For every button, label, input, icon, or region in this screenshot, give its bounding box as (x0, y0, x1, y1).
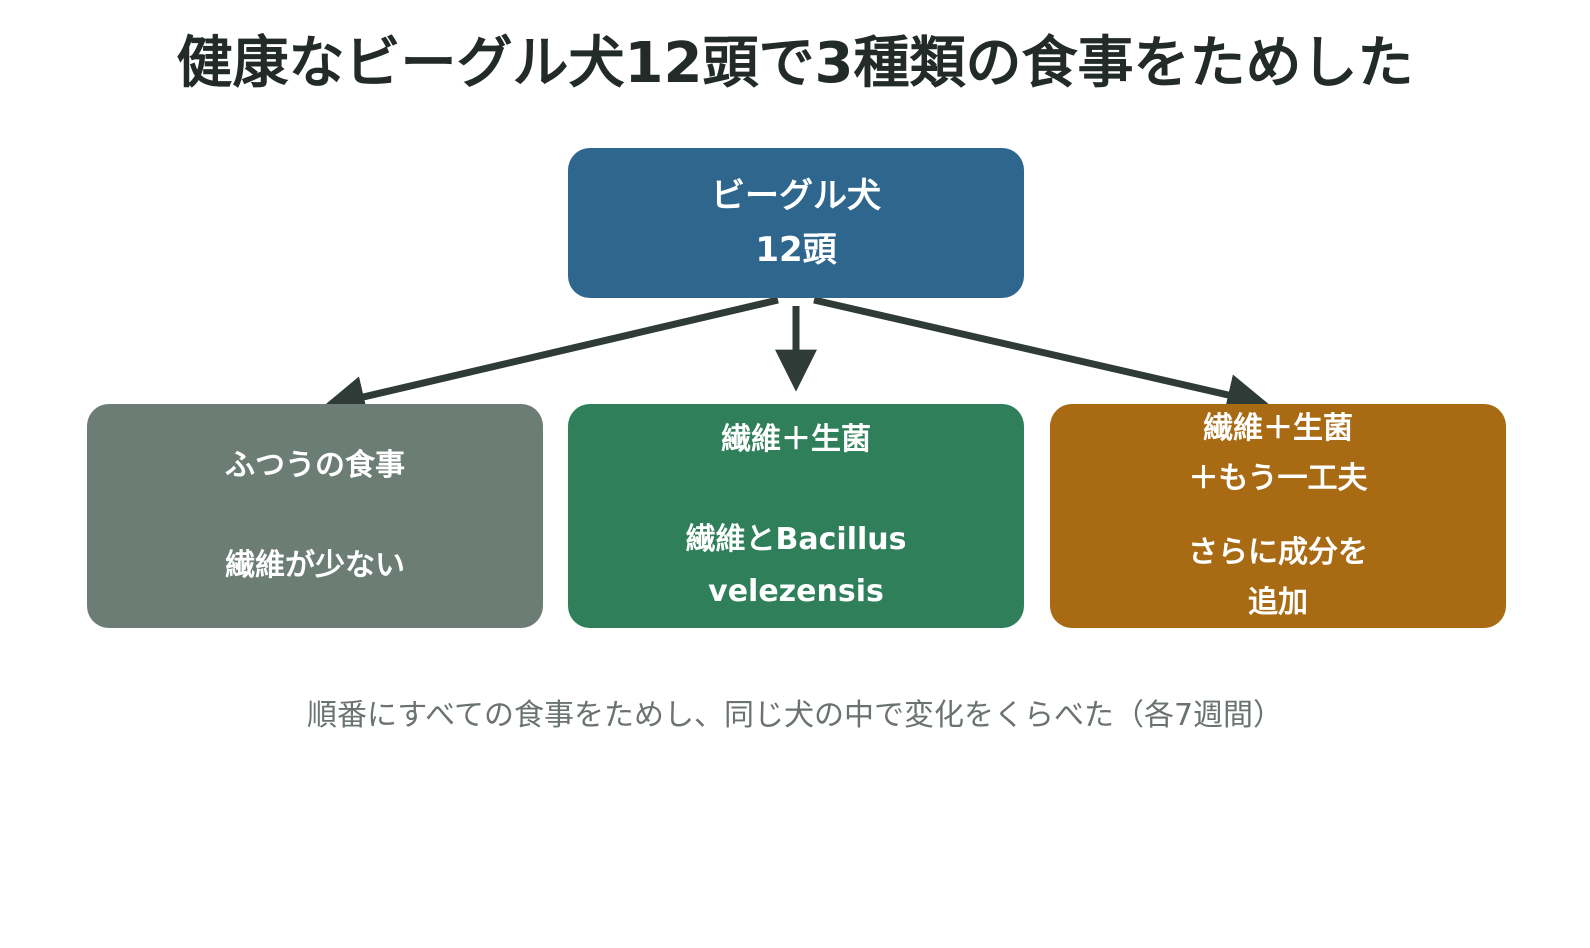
root-count: 12頭 (755, 230, 837, 270)
root-label: ビーグル犬 (711, 176, 881, 216)
arrow-to-normal-diet (322, 296, 779, 418)
diet-heading: ＋もう一工夫 (1188, 461, 1368, 496)
diet-node-normal: ふつうの食事 繊維が少ない (87, 404, 543, 628)
arrow-to-extra-diet (813, 296, 1270, 416)
diet-heading: ふつうの食事 (225, 448, 405, 483)
diet-description: velezensis (708, 574, 884, 609)
diet-heading: 繊維＋生菌 (721, 422, 871, 457)
diet-description: 繊維とBacillus (685, 522, 907, 557)
caption-text: 順番にすべての食事をためし、同じ犬の中で変化をくらべた（各7週間） (306, 698, 1284, 733)
diet-node-fiber-probiotic-extra: 繊維＋生菌 ＋もう一工夫 さらに成分を 追加 (1050, 404, 1506, 628)
root-node-beagles: ビーグル犬 12頭 (568, 148, 1024, 298)
diet-node-fiber-probiotic: 繊維＋生菌 繊維とBacillus velezensis (568, 404, 1024, 628)
diet-description: 追加 (1248, 585, 1308, 620)
diet-description: 繊維が少ない (225, 548, 405, 583)
diet-description: さらに成分を (1188, 535, 1368, 570)
diet-heading: 繊維＋生菌 (1203, 411, 1353, 446)
diagram-title: 健康なビーグル犬12頭で3種類の食事をためした (176, 31, 1414, 96)
